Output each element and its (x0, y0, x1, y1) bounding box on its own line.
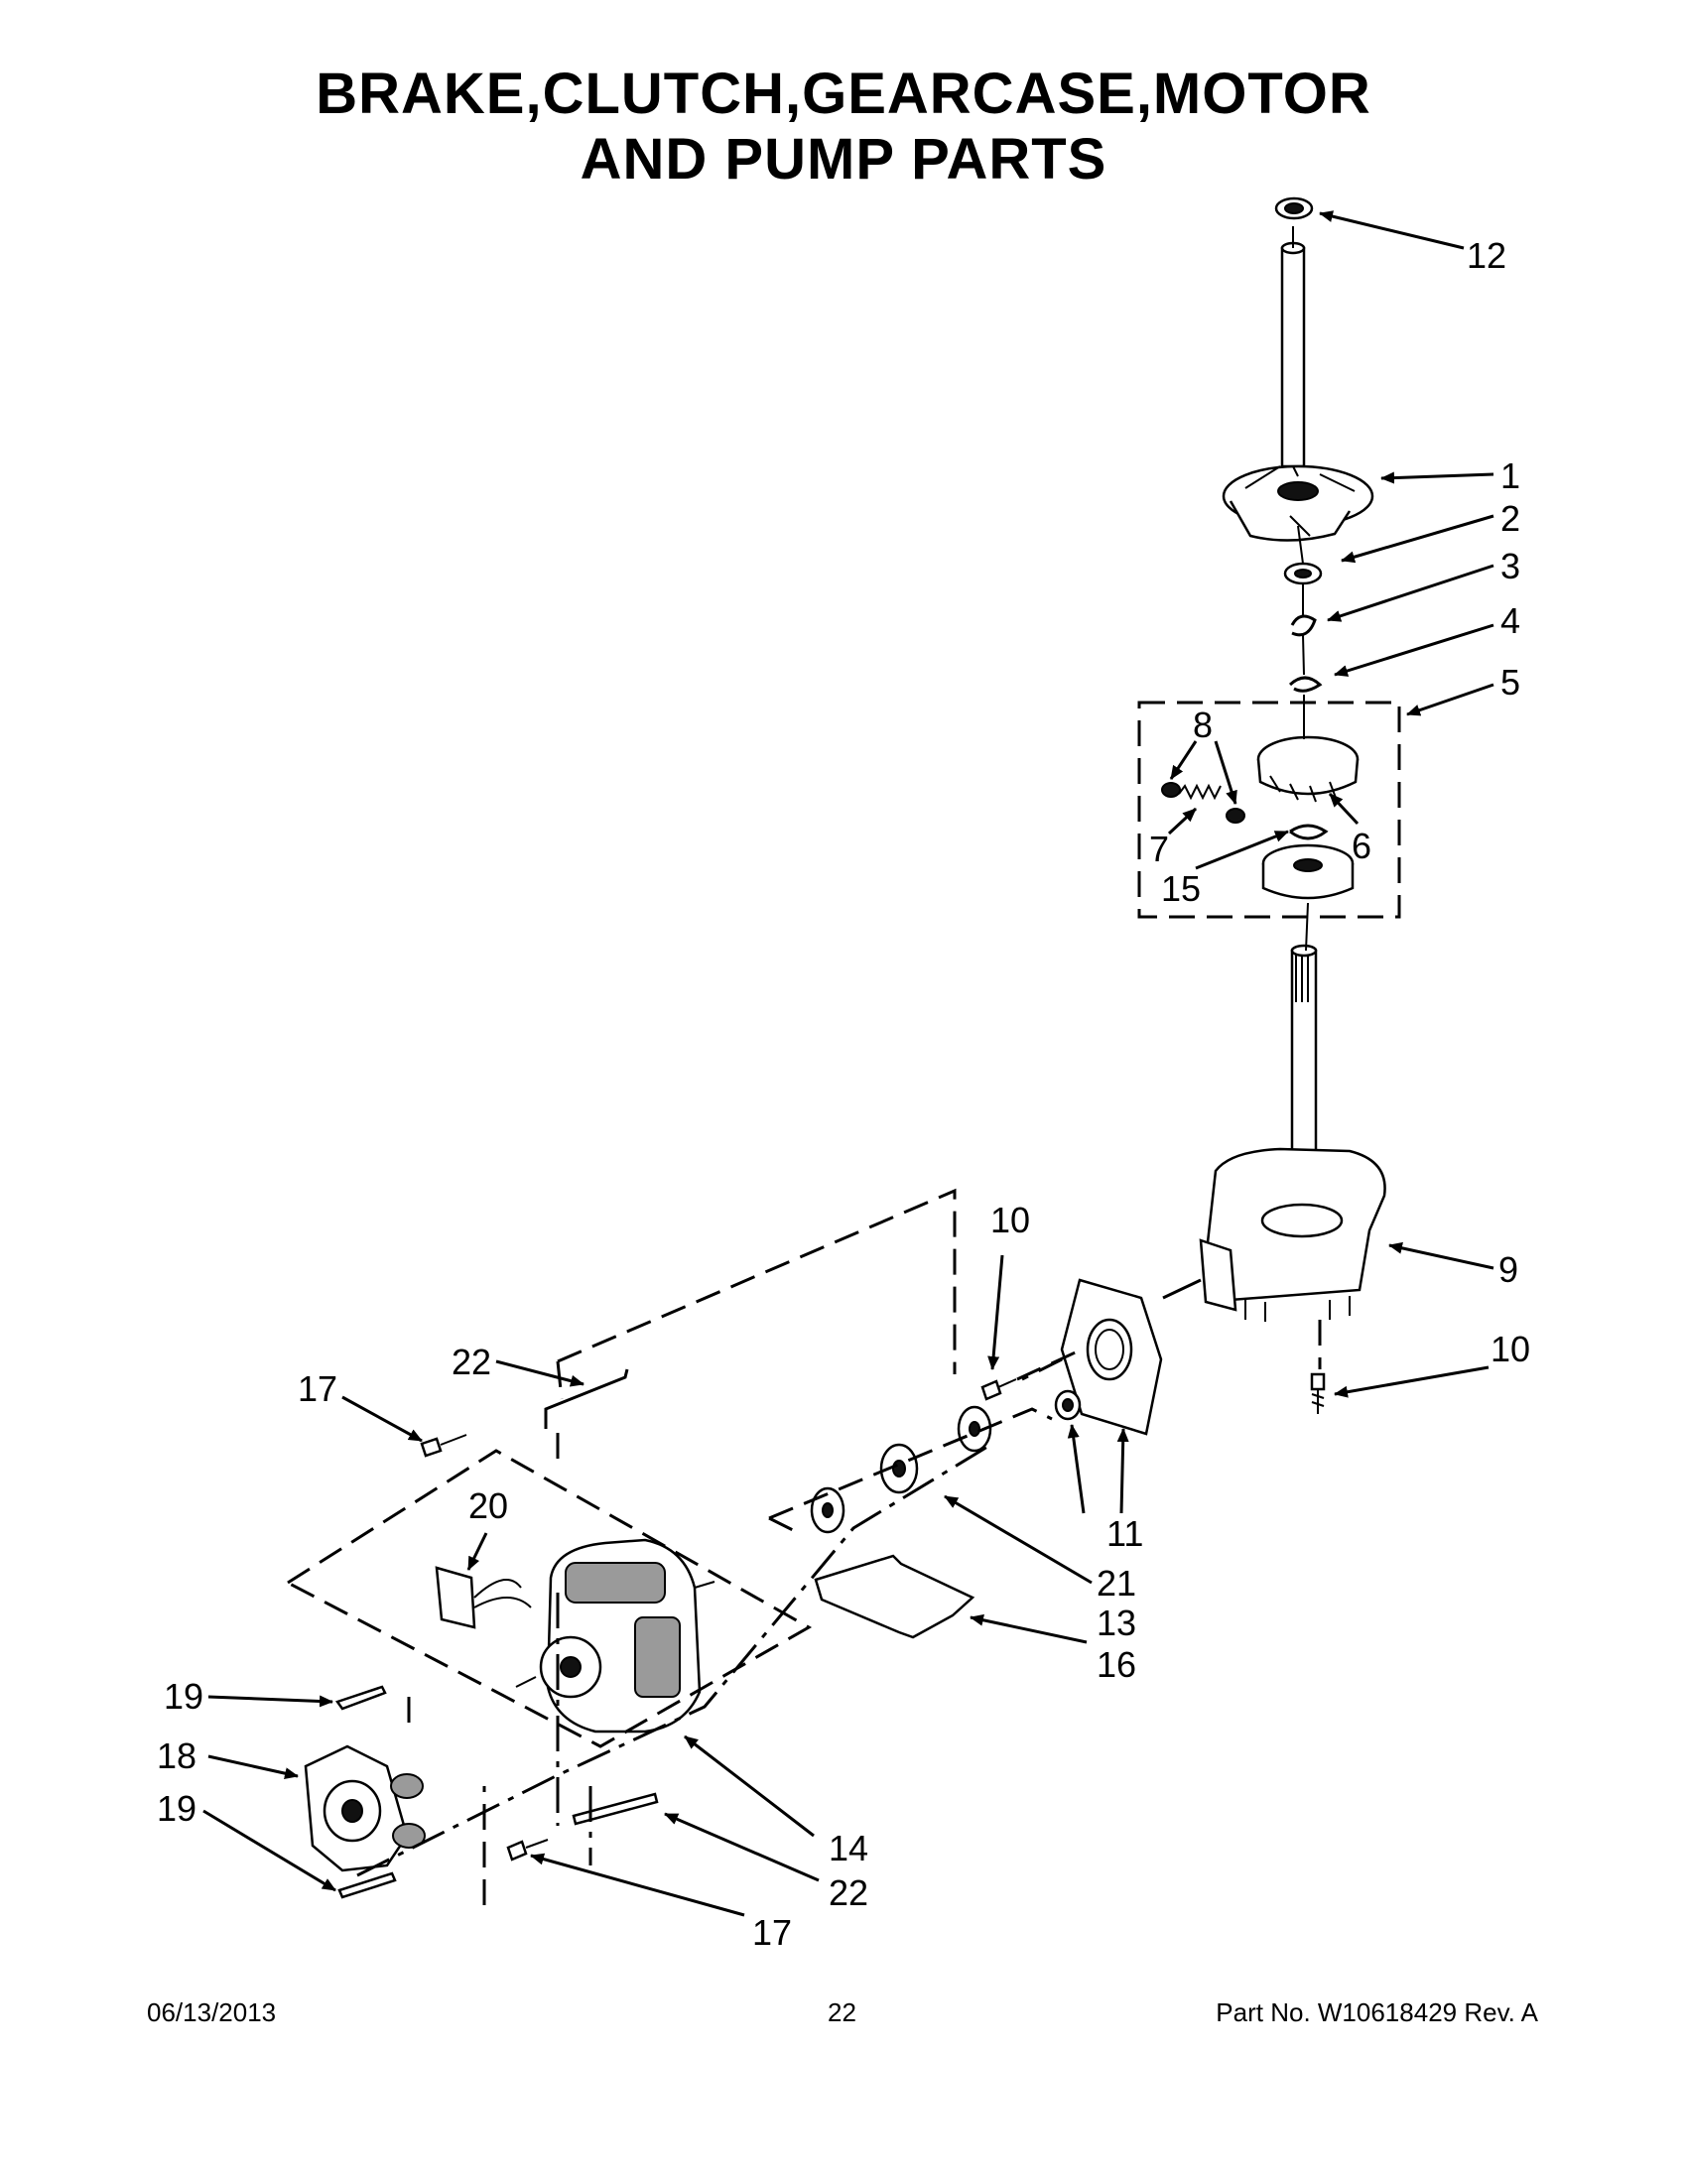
callout-5: 5 (1500, 662, 1520, 703)
callout-19-upper: 19 (164, 1676, 203, 1717)
callout-2: 2 (1500, 498, 1520, 539)
diagram-title: BRAKE,CLUTCH,GEARCASE,MOTOR AND PUMP PAR… (0, 62, 1687, 193)
callout-14: 14 (829, 1828, 868, 1868)
callout-6: 6 (1352, 826, 1371, 866)
callout-7: 7 (1149, 829, 1169, 869)
part-8-part-7-brake-spring-assembly (1161, 782, 1245, 824)
part-22-bracket-lower (572, 1792, 659, 1826)
part-15-clutch-spring (1289, 824, 1329, 840)
callout-20: 20 (468, 1485, 508, 1526)
spin-tube-shaft (1280, 241, 1306, 468)
part-10-screw-right (1310, 1372, 1326, 1414)
callout-3: 3 (1500, 546, 1520, 586)
clutch-hub (1261, 843, 1355, 900)
part-3-clip (1290, 614, 1317, 637)
part-17-screw-upper (420, 1434, 467, 1458)
part-2-bearing (1283, 562, 1323, 585)
callout-4: 4 (1500, 600, 1520, 641)
part-4-ring (1288, 676, 1323, 693)
callout-17-upper: 17 (298, 1368, 337, 1409)
part-1-brake-assembly (1222, 464, 1374, 542)
part-12-bearing (1274, 196, 1314, 220)
callout-16: 16 (1097, 1644, 1136, 1685)
callout-18: 18 (157, 1735, 196, 1776)
part-6-clutch-band (1256, 735, 1360, 803)
callout-19-lower: 19 (157, 1788, 196, 1829)
footer-date: 06/13/2013 (147, 1997, 277, 2027)
part-9-gearcase (1199, 1147, 1386, 1322)
callout-11: 11 (1106, 1513, 1143, 1554)
callout-22-upper: 22 (452, 1342, 491, 1382)
callout-8: 8 (1193, 705, 1213, 745)
assembly-lines (285, 226, 1322, 1905)
part-11-mounting-plate (1060, 1278, 1163, 1436)
part-16-gasket (814, 1554, 975, 1639)
callout-22-lower: 22 (829, 1872, 868, 1913)
part-18-pump (304, 1744, 426, 1872)
part-19-clip-upper (334, 1685, 387, 1711)
title-line-2: AND PUMP PARTS (580, 127, 1107, 192)
part-17-screw-lower (506, 1839, 549, 1862)
part-21-pulley-nut (1054, 1389, 1082, 1421)
part-14-motor (515, 1538, 715, 1734)
part-20-motor-switch (435, 1566, 532, 1629)
callout-10-center: 10 (990, 1200, 1030, 1240)
callout-21: 21 (1097, 1563, 1136, 1604)
footer-page-number: 22 (828, 1997, 856, 2027)
callout-12: 12 (1467, 235, 1506, 276)
callout-9: 9 (1498, 1249, 1518, 1290)
part-22-bracket-upper (544, 1368, 629, 1429)
part-13-pump-coupling (810, 1405, 992, 1534)
leader-arrows (202, 210, 1494, 1917)
part-19-clip-lower (337, 1871, 397, 1899)
footer-part-number: Part No. W10618429 Rev. A (1216, 1997, 1538, 2027)
part-5-clutch-kit-box (1137, 701, 1401, 919)
callout-labels: 12 1 2 3 4 5 8 7 6 15 10 9 10 22 17 20 1… (157, 235, 1530, 1953)
part-10-screw-center (980, 1378, 1017, 1401)
callout-10-right: 10 (1491, 1329, 1530, 1369)
title-line-1: BRAKE,CLUTCH,GEARCASE,MOTOR (316, 62, 1371, 126)
callout-15: 15 (1161, 868, 1201, 909)
callout-1: 1 (1500, 455, 1520, 496)
callout-17-lower: 17 (752, 1912, 792, 1953)
callout-13: 13 (1097, 1603, 1136, 1643)
